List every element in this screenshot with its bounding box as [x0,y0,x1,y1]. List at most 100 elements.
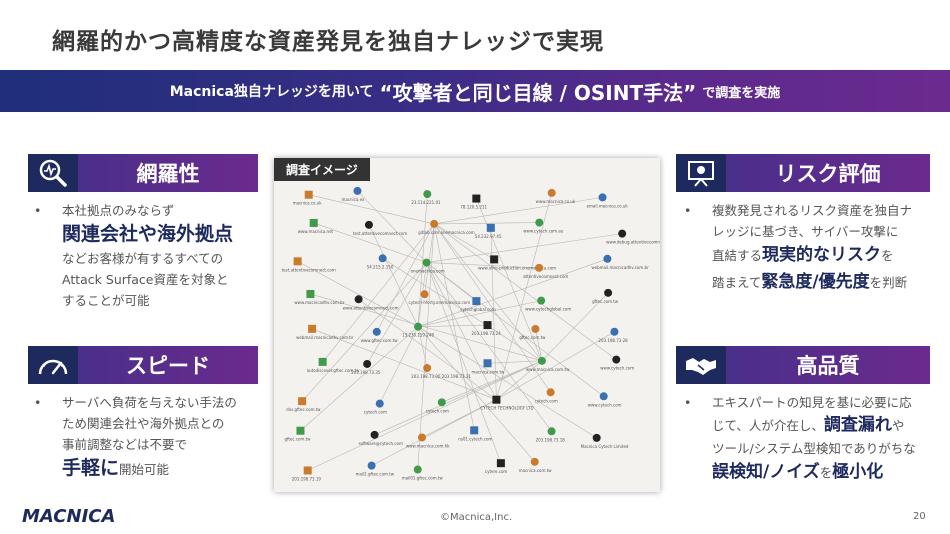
graph-node [472,194,481,203]
graph-node [496,459,505,468]
graph-node [604,288,613,297]
image-tag: 調査イメージ [274,158,370,181]
graph-node [370,430,379,439]
graph-node-label: cytech.com [426,408,449,413]
investigation-image: macnica.co.uk macnica.ex 23.114.221.01 78.1… [274,158,660,492]
graph-node-label: mail2.gftec.com.tw [356,472,395,477]
speed-label: スピード [78,346,258,384]
graph-node [490,255,499,264]
graph-edge [535,328,543,361]
graph-edge [366,262,427,365]
graph-edge [426,233,623,263]
graph-edge [300,326,419,431]
graph-node-label: test.attentivecomnect.com [353,231,407,236]
graph-node [530,457,539,466]
graph-node [363,359,372,368]
risk-emphasis1: 現実的なリスク [762,245,882,265]
graph-edge [417,258,608,327]
graph-node [535,218,544,227]
graph-edge [426,262,552,432]
graph-edge [434,223,495,260]
graph-node-label: dns.gftec.com.tw [286,407,321,412]
coverage-body: • 本社拠点のみならず 関連会社や海外拠点 などお客様が有するすべての Atta… [34,200,264,311]
graph-node-label: 78.120.5.211 [460,205,487,210]
graph-node-label: email.macnica.co.uk [587,203,629,208]
graph-edge [433,223,551,393]
graph-node-label: macnica.ex [341,197,365,202]
graph-node-label: www.cytech.com.au [523,229,564,234]
graph-node [547,188,556,197]
graph-edge [487,360,542,364]
graph-edge [417,326,428,369]
quality-emphasis2: 誤検知/ノイズ [712,462,820,482]
graph-node-label: macnica.com.tw [472,369,505,374]
graph-edge [357,190,427,263]
graph-node [547,427,556,436]
graph-node-label: 13.230.159.248 [402,333,434,338]
graph-node [483,359,492,368]
graph-edge [322,223,435,363]
graph-node [437,398,446,407]
graph-edge [308,194,435,225]
graph-node [303,466,312,475]
graph-node [430,219,439,228]
coverage-line1: 本社拠点のみならず [62,203,175,218]
speed-line3: 事前調整などは不要で [62,437,188,452]
coverage-bullet: • [34,203,42,218]
risk-line4b: を判断 [869,275,908,290]
graph-node [423,364,432,373]
risk-emphasis2: 緊急度/優先度 [761,272,870,292]
graph-node-label: autodiscover.gftec.com.tw [307,368,361,373]
graph-node-label: 54.232.97.45 [475,234,502,239]
graph-edge [426,262,502,464]
risk-header: リスク評価 [676,154,930,192]
graph-node [375,399,384,408]
graph-edge [418,300,542,327]
graph-edge [417,326,535,463]
graph-node-label: 203.198.73.19 [292,476,322,481]
graph-node-label: mail01.gftec.com.tw [402,476,444,481]
graph-node-label: www.cytech.com [600,366,634,371]
graph-node [472,297,481,306]
graph-node-label: macnica.co.uk [293,201,322,206]
graph-node-label: www.macnica.co.uk [536,199,576,204]
graph-edge [297,261,419,327]
quality-header: 高品質 [676,346,930,384]
speed-line2: ため関連会社や海外拠点との [62,416,225,431]
graph-node-label: gftec.com.tw [284,437,311,442]
risk-line3a: 直結する [712,248,763,263]
graph-node-label: 23.114.221.01 [411,200,441,205]
graph-node-label: www.cytech.com [588,402,622,407]
risk-line4a: 踏まえて [712,275,762,290]
graph-edge [417,223,435,470]
graph-node-label: CYTECH TECHNOLOGY LTD [480,406,533,411]
graph-edge [417,326,597,439]
graph-node-label: 54.215.2.150 [367,264,394,269]
graph-edge [358,299,497,400]
graph-node [483,321,492,330]
graph-node [413,465,422,474]
graph-node [599,392,608,401]
graph-node [308,324,317,333]
graph-node [598,193,607,202]
graph-edge [426,262,540,269]
coverage-emphasis: 関連会社や海外拠点 [62,223,234,245]
graph-node [537,356,546,365]
graph-node-label: cytere.com [485,469,508,474]
graph-node [492,395,501,404]
graph-node [353,186,362,195]
graph-edge [313,222,427,263]
graph-node-label: cytech.com [535,398,558,403]
graph-edge [496,360,543,400]
graph-node [364,220,373,229]
banner-part1: Macnica独自ナレッジを用いて [169,84,374,100]
graph-node-label: 203.198.73.35 [351,370,381,375]
graph-node [418,433,427,442]
graph-node-label: cytechglobal.com [460,307,495,312]
graph-edge [310,293,543,362]
graph-node [537,296,546,305]
speed-body: • サーバへ負荷を与えない手法の ため関連会社や海外拠点との 事前調整などは不要… [34,392,264,483]
graph-edge [376,223,435,332]
quality-body: • エキスパートの知見を基に必要に応 じて、人が介在し、調査漏れや ツール/シス… [684,392,946,486]
graph-edge [433,223,617,360]
